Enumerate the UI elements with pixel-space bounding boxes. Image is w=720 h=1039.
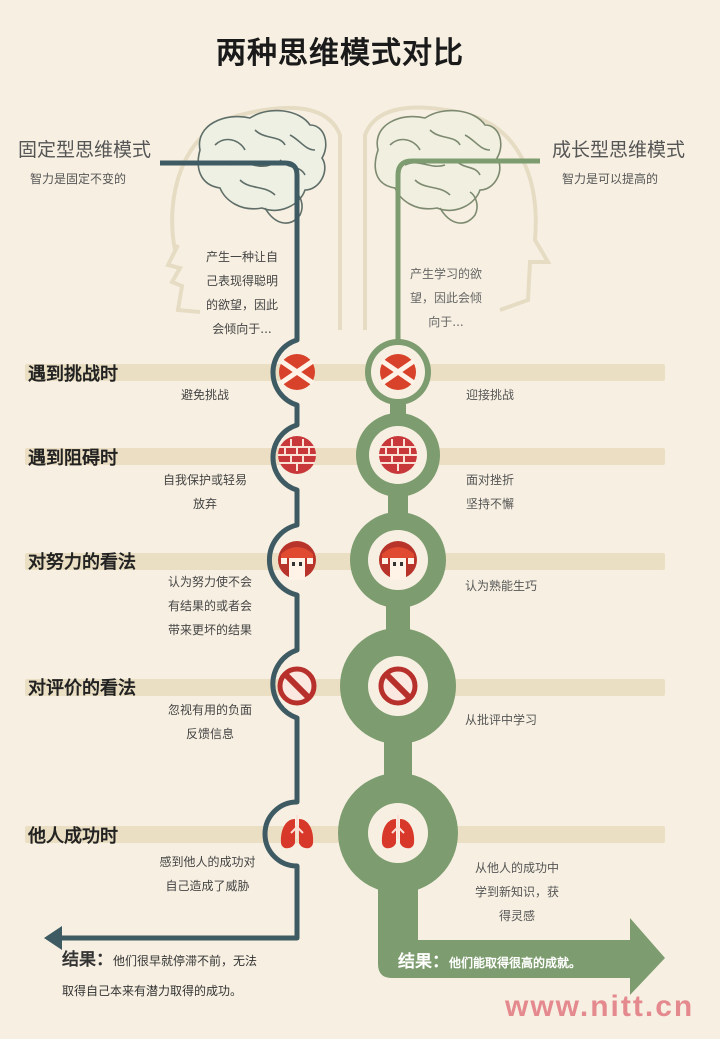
watermark: www.nitt.cn [505, 990, 695, 1023]
left-head-outline [170, 106, 342, 330]
prohibited-sign-icon [377, 665, 419, 707]
left-brain-icon [197, 109, 327, 224]
weightlifter-icon [272, 535, 322, 585]
fixed-response-effort: 认为努力使不会有结果的或者会带来更坏的结果 [167, 575, 252, 637]
fixed-response-others-success: 感到他人的成功对自己造成了威胁 [159, 855, 256, 893]
challenge-arrows-icon [272, 347, 322, 397]
fixed-result-arrowhead [44, 926, 62, 950]
fixed-mindset-title: 固定型思维模式 [18, 139, 152, 161]
lungs-icon [378, 813, 418, 853]
prohibited-sign-icon [272, 661, 322, 711]
right-brain-icon [374, 109, 502, 224]
growth-response-effort: 认为熟能生巧 [464, 579, 537, 593]
page-title: 两种思维模式对比 [216, 36, 464, 71]
fixed-result-label: 结果： [62, 950, 113, 970]
growth-result: 结果：他们能取得很高的成就。 [398, 952, 582, 972]
fixed-response-obstacle: 自我保护或轻易放弃 [162, 473, 247, 511]
growth-response-others-success: 从他人的成功中学到新知识，获得灵感 [474, 861, 559, 923]
row-label-criticism: 对评价的看法 [28, 678, 136, 699]
brick-wall-icon [378, 435, 418, 475]
row-bands [25, 364, 665, 843]
fixed-result: 结果：他们很早就停滞不前，无法 取得自己本来有潜力取得的成功。 [62, 950, 258, 998]
fixed-mindset-path [60, 160, 300, 941]
growth-response-criticism: 从批评中学习 [464, 713, 537, 727]
growth-response-obstacle: 面对挫折坚持不懈 [465, 473, 514, 511]
row-label-effort: 对努力的看法 [28, 552, 136, 573]
growth-mindset-subtitle: 智力是可以提高的 [562, 172, 659, 186]
growth-mindset-intro: 产生学习的欲 望，因此会倾 向于... [409, 267, 482, 329]
challenge-arrows-icon [379, 353, 417, 391]
row-label-obstacle: 遇到阻碍时 [28, 448, 118, 469]
growth-mindset-title: 成长型思维模式 [552, 139, 686, 161]
fixed-mindset-intro: 产生一种让自 己表现得聪明 的欲望，因此 会倾向于... [205, 250, 278, 336]
weightlifter-icon [378, 540, 418, 580]
row-label-challenge: 遇到挑战时 [28, 364, 118, 385]
fixed-mindset-subtitle: 智力是固定不变的 [30, 172, 127, 186]
fixed-response-criticism: 忽视有用的负面反馈信息 [167, 703, 252, 741]
fixed-response-challenge: 避免挑战 [180, 388, 229, 402]
lungs-icon [272, 808, 322, 858]
row-label-others-success: 他人成功时 [28, 826, 118, 847]
growth-result-label: 结果： [398, 952, 449, 972]
growth-response-challenge: 迎接挑战 [465, 388, 514, 402]
right-head-outline [363, 105, 552, 330]
brick-wall-icon [272, 430, 322, 480]
